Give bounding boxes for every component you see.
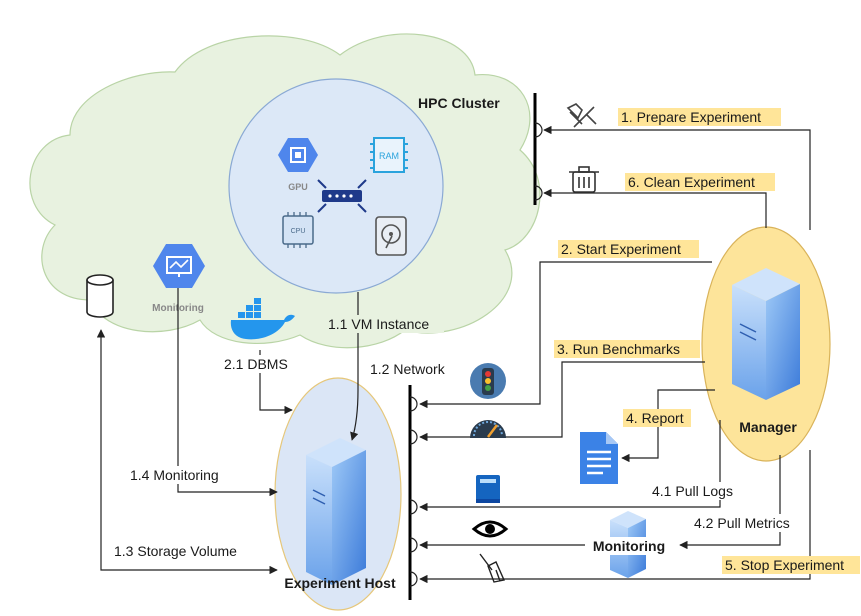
eye-icon bbox=[471, 520, 509, 538]
pull-metrics-bg bbox=[692, 514, 804, 532]
manager-server-icon bbox=[732, 268, 800, 400]
pull-metrics-label: 4.2 Pull Metrics bbox=[694, 515, 790, 531]
manager-label: Manager bbox=[739, 419, 797, 435]
tools-icon bbox=[566, 103, 597, 128]
pull-logs-bg bbox=[650, 482, 746, 500]
hpc-cluster-label: HPC Cluster bbox=[418, 95, 500, 111]
dbms-label: 2.1 DBMS bbox=[224, 356, 288, 372]
vm-instance-bg bbox=[326, 315, 444, 333]
server-icon bbox=[306, 438, 366, 585]
gauge-icon bbox=[470, 420, 506, 438]
hpc-port-2 bbox=[534, 185, 543, 201]
host-port-5 bbox=[409, 571, 418, 587]
network-label: 1.2 Network bbox=[370, 361, 446, 377]
host-port-1 bbox=[409, 396, 418, 412]
database-icon bbox=[86, 274, 114, 318]
clean-label: 6. Clean Experiment bbox=[628, 174, 755, 190]
broom-icon bbox=[479, 553, 505, 583]
monitoring-server-bg bbox=[585, 537, 673, 555]
pull-logs-label: 4.1 Pull Logs bbox=[652, 483, 733, 499]
host-port-4 bbox=[409, 537, 418, 553]
ram-icon: RAM bbox=[370, 137, 408, 173]
monitoring-server-label: Monitoring bbox=[593, 538, 665, 554]
clean-highlight bbox=[625, 173, 775, 191]
storage-volume-bg bbox=[112, 542, 258, 560]
stop-highlight bbox=[722, 556, 860, 574]
document-icon bbox=[580, 432, 618, 484]
run-bench-label: 3. Run Benchmarks bbox=[557, 341, 680, 357]
vm-resources-circle bbox=[228, 78, 444, 294]
ram-label: RAM bbox=[379, 151, 399, 161]
network-switch-icon bbox=[317, 179, 367, 213]
start-label: 2. Start Experiment bbox=[561, 241, 681, 257]
storage-volume-label: 1.3 Storage Volume bbox=[114, 543, 237, 559]
stop-label: 5. Stop Experiment bbox=[725, 557, 844, 573]
dbms-bg bbox=[222, 355, 300, 373]
hard-disk-icon bbox=[375, 216, 407, 256]
prepare-highlight bbox=[618, 108, 781, 126]
gpu-label: GPU bbox=[288, 182, 308, 192]
gpu-icon: GPU bbox=[278, 138, 318, 192]
monitoring-link-label: 1.4 Monitoring bbox=[130, 467, 219, 483]
traffic-light-icon bbox=[470, 363, 506, 399]
report-label: 4. Report bbox=[626, 410, 684, 426]
monitoring-link-bg bbox=[128, 466, 232, 484]
book-icon bbox=[476, 475, 500, 503]
report-highlight bbox=[623, 409, 691, 427]
experiment-host-label: Experiment Host bbox=[284, 575, 396, 591]
connectors bbox=[96, 125, 811, 584]
run-bench-highlight bbox=[554, 340, 700, 358]
vm-instance-label: 1.1 VM Instance bbox=[328, 316, 429, 332]
host-port-3 bbox=[409, 499, 418, 515]
cpu-icon: CPU bbox=[282, 212, 314, 248]
host-port-2 bbox=[409, 429, 418, 445]
hpc-port-1 bbox=[534, 122, 543, 138]
prepare-label: 1. Prepare Experiment bbox=[621, 109, 761, 125]
start-highlight bbox=[558, 240, 699, 258]
cpu-label: CPU bbox=[291, 228, 306, 235]
trash-icon bbox=[569, 166, 599, 193]
